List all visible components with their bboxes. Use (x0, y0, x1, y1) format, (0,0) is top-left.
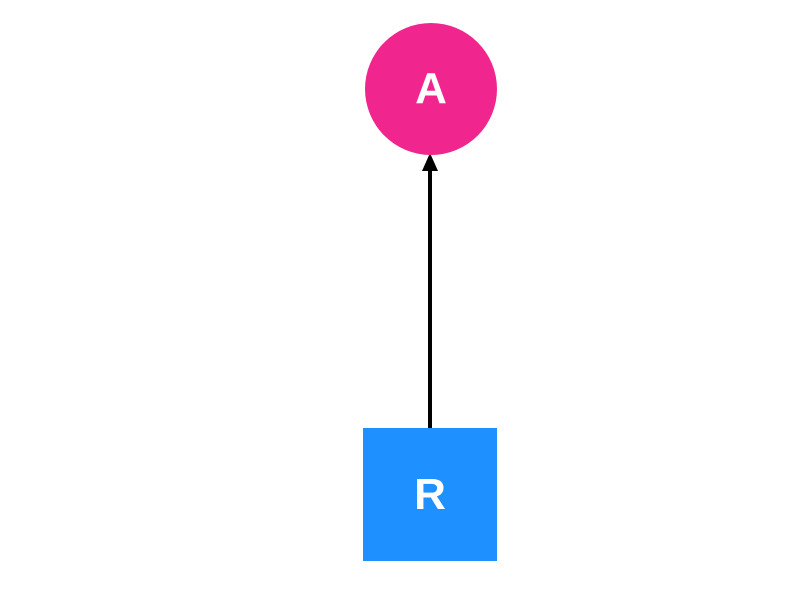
node-a: A (365, 23, 497, 155)
node-r-label: R (414, 469, 446, 519)
arrowhead-icon (422, 153, 438, 171)
node-a-label: A (415, 64, 447, 113)
node-r: R (363, 428, 497, 561)
